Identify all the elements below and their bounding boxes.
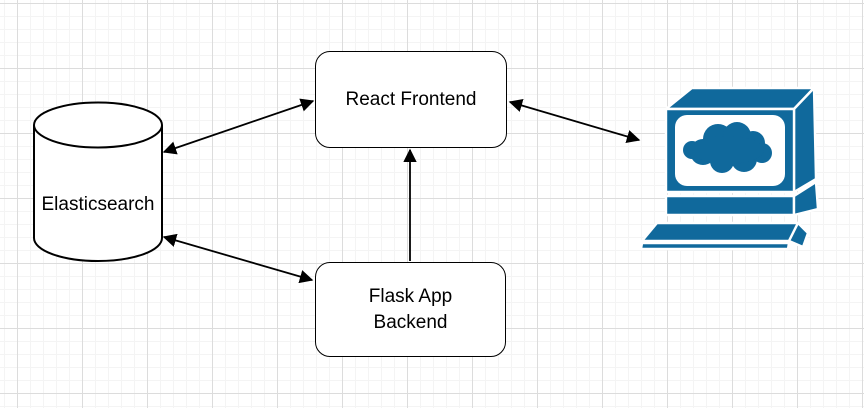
node-label-flask-backend: Flask App Backend bbox=[369, 284, 452, 336]
node-elasticsearch[interactable]: Elasticsearch bbox=[33, 101, 163, 263]
node-flask-backend[interactable]: Flask App Backend bbox=[315, 262, 506, 357]
cloud-icon bbox=[683, 122, 772, 173]
cloud-terminal-icon bbox=[640, 86, 820, 251]
edge-react-terminal[interactable] bbox=[508, 98, 641, 144]
edge-elasticsearch-flask[interactable] bbox=[162, 233, 314, 284]
cylinder-shape bbox=[33, 101, 163, 262]
node-label-elasticsearch: Elasticsearch bbox=[41, 194, 155, 215]
node-label-flask-line2: Backend bbox=[373, 311, 448, 333]
node-label-react-frontend: React Frontend bbox=[345, 88, 477, 110]
edge-elasticsearch-react[interactable] bbox=[162, 98, 315, 155]
node-react-frontend[interactable]: React Frontend bbox=[315, 51, 507, 148]
node-client-terminal[interactable] bbox=[640, 82, 830, 254]
node-label-flask-line1: Flask App bbox=[368, 285, 453, 307]
